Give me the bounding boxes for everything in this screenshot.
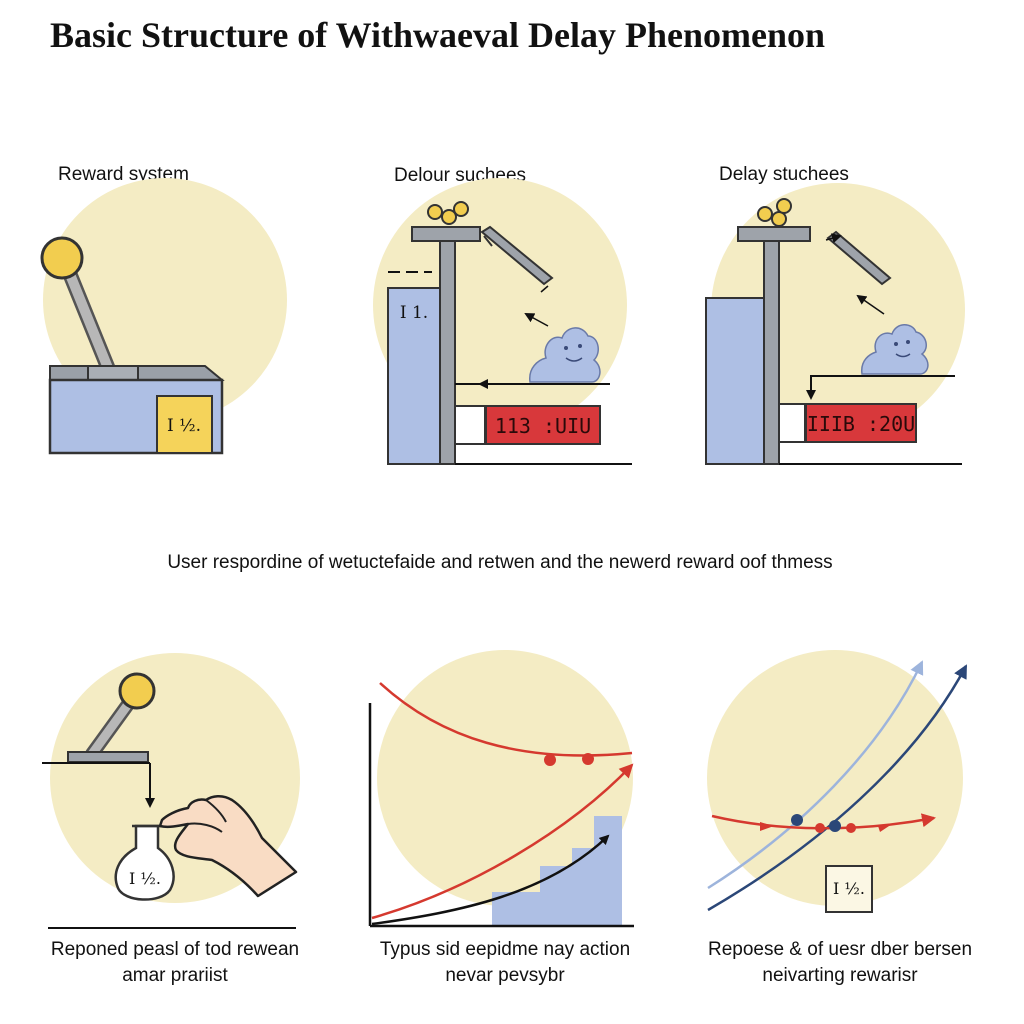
blue-bars (492, 816, 622, 926)
blob-creature-icon (861, 324, 929, 375)
pillar (439, 237, 456, 465)
navy-point (829, 820, 841, 832)
top-bar (737, 226, 811, 242)
badge-box (825, 865, 873, 913)
panel-chart-middle (368, 650, 634, 928)
black-curve-increasing (371, 834, 610, 926)
blue-block (387, 287, 441, 465)
lcd-display-text: 113 :UIU (495, 414, 591, 438)
caption-line-1: Typus sid eepidme nay action (379, 939, 631, 960)
badge-label: I ½. (129, 869, 161, 888)
caption-bottom-left: Reponed peasl of tod rewean amar prariis… (30, 937, 320, 989)
panel-delour-suchees: I 1. 113 :UIU (373, 178, 632, 465)
panel-delay-stuchees: IIIB :20U (705, 183, 965, 465)
lcd-display (485, 405, 601, 445)
caption-line-1: Repoese & of uesr dber bersen (707, 939, 973, 960)
caption-bottom-middle: Typus sid eepidme nay action nevar pevsy… (355, 937, 655, 989)
badge-label: I ½. (833, 879, 865, 898)
panel-label-delay-stuchees: Delay stuchees (719, 164, 849, 185)
coins-icon (427, 201, 469, 225)
caption-line-2: amar prariist (122, 965, 228, 986)
caption-line-2: neivarting rewarisr (762, 965, 918, 986)
red-arrowhead (760, 822, 774, 831)
lightblue-curve (707, 660, 924, 890)
red-point (582, 753, 594, 765)
flask-icon (114, 824, 175, 901)
red-point (846, 823, 856, 833)
caption-line-2: nevar pevsybr (445, 965, 565, 986)
display-frame (454, 405, 486, 445)
navy-point (791, 814, 803, 826)
reward-machine-icon (48, 365, 225, 455)
lcd-display-text: IIIB :20U (807, 412, 915, 436)
red-point (544, 754, 556, 766)
caption-line-1: Reponed peasl of tod rewean (50, 939, 300, 960)
panel-chart-right: I ½. (707, 650, 968, 913)
blob-creature-icon (529, 327, 601, 383)
red-point (815, 823, 825, 833)
top-bar (411, 226, 481, 242)
navy-curve (707, 664, 968, 912)
hand-icon (158, 795, 298, 898)
red-curve-increasing (371, 763, 634, 920)
chute-icon (480, 225, 554, 286)
red-arrowhead (878, 824, 892, 832)
badge-label: I 1. (400, 303, 428, 323)
caption-bottom-right: Repoese & of uesr dber bersen neivarting… (690, 937, 990, 989)
lcd-display (805, 403, 917, 443)
pillar (763, 237, 780, 465)
middle-caption: User respordine of wetuctefaide and retw… (167, 552, 833, 573)
display-frame (778, 403, 806, 443)
panel-reward-system: I ½. (40, 178, 287, 455)
lever-icon (40, 236, 116, 376)
coins-icon (757, 198, 792, 227)
panel-response-left: I ½. (42, 653, 300, 929)
background-circle (377, 650, 633, 906)
page-title: Basic Structure of Withwaeval Delay Phen… (50, 15, 825, 55)
badge-label: I ½. (167, 416, 201, 436)
blue-block (705, 297, 765, 465)
